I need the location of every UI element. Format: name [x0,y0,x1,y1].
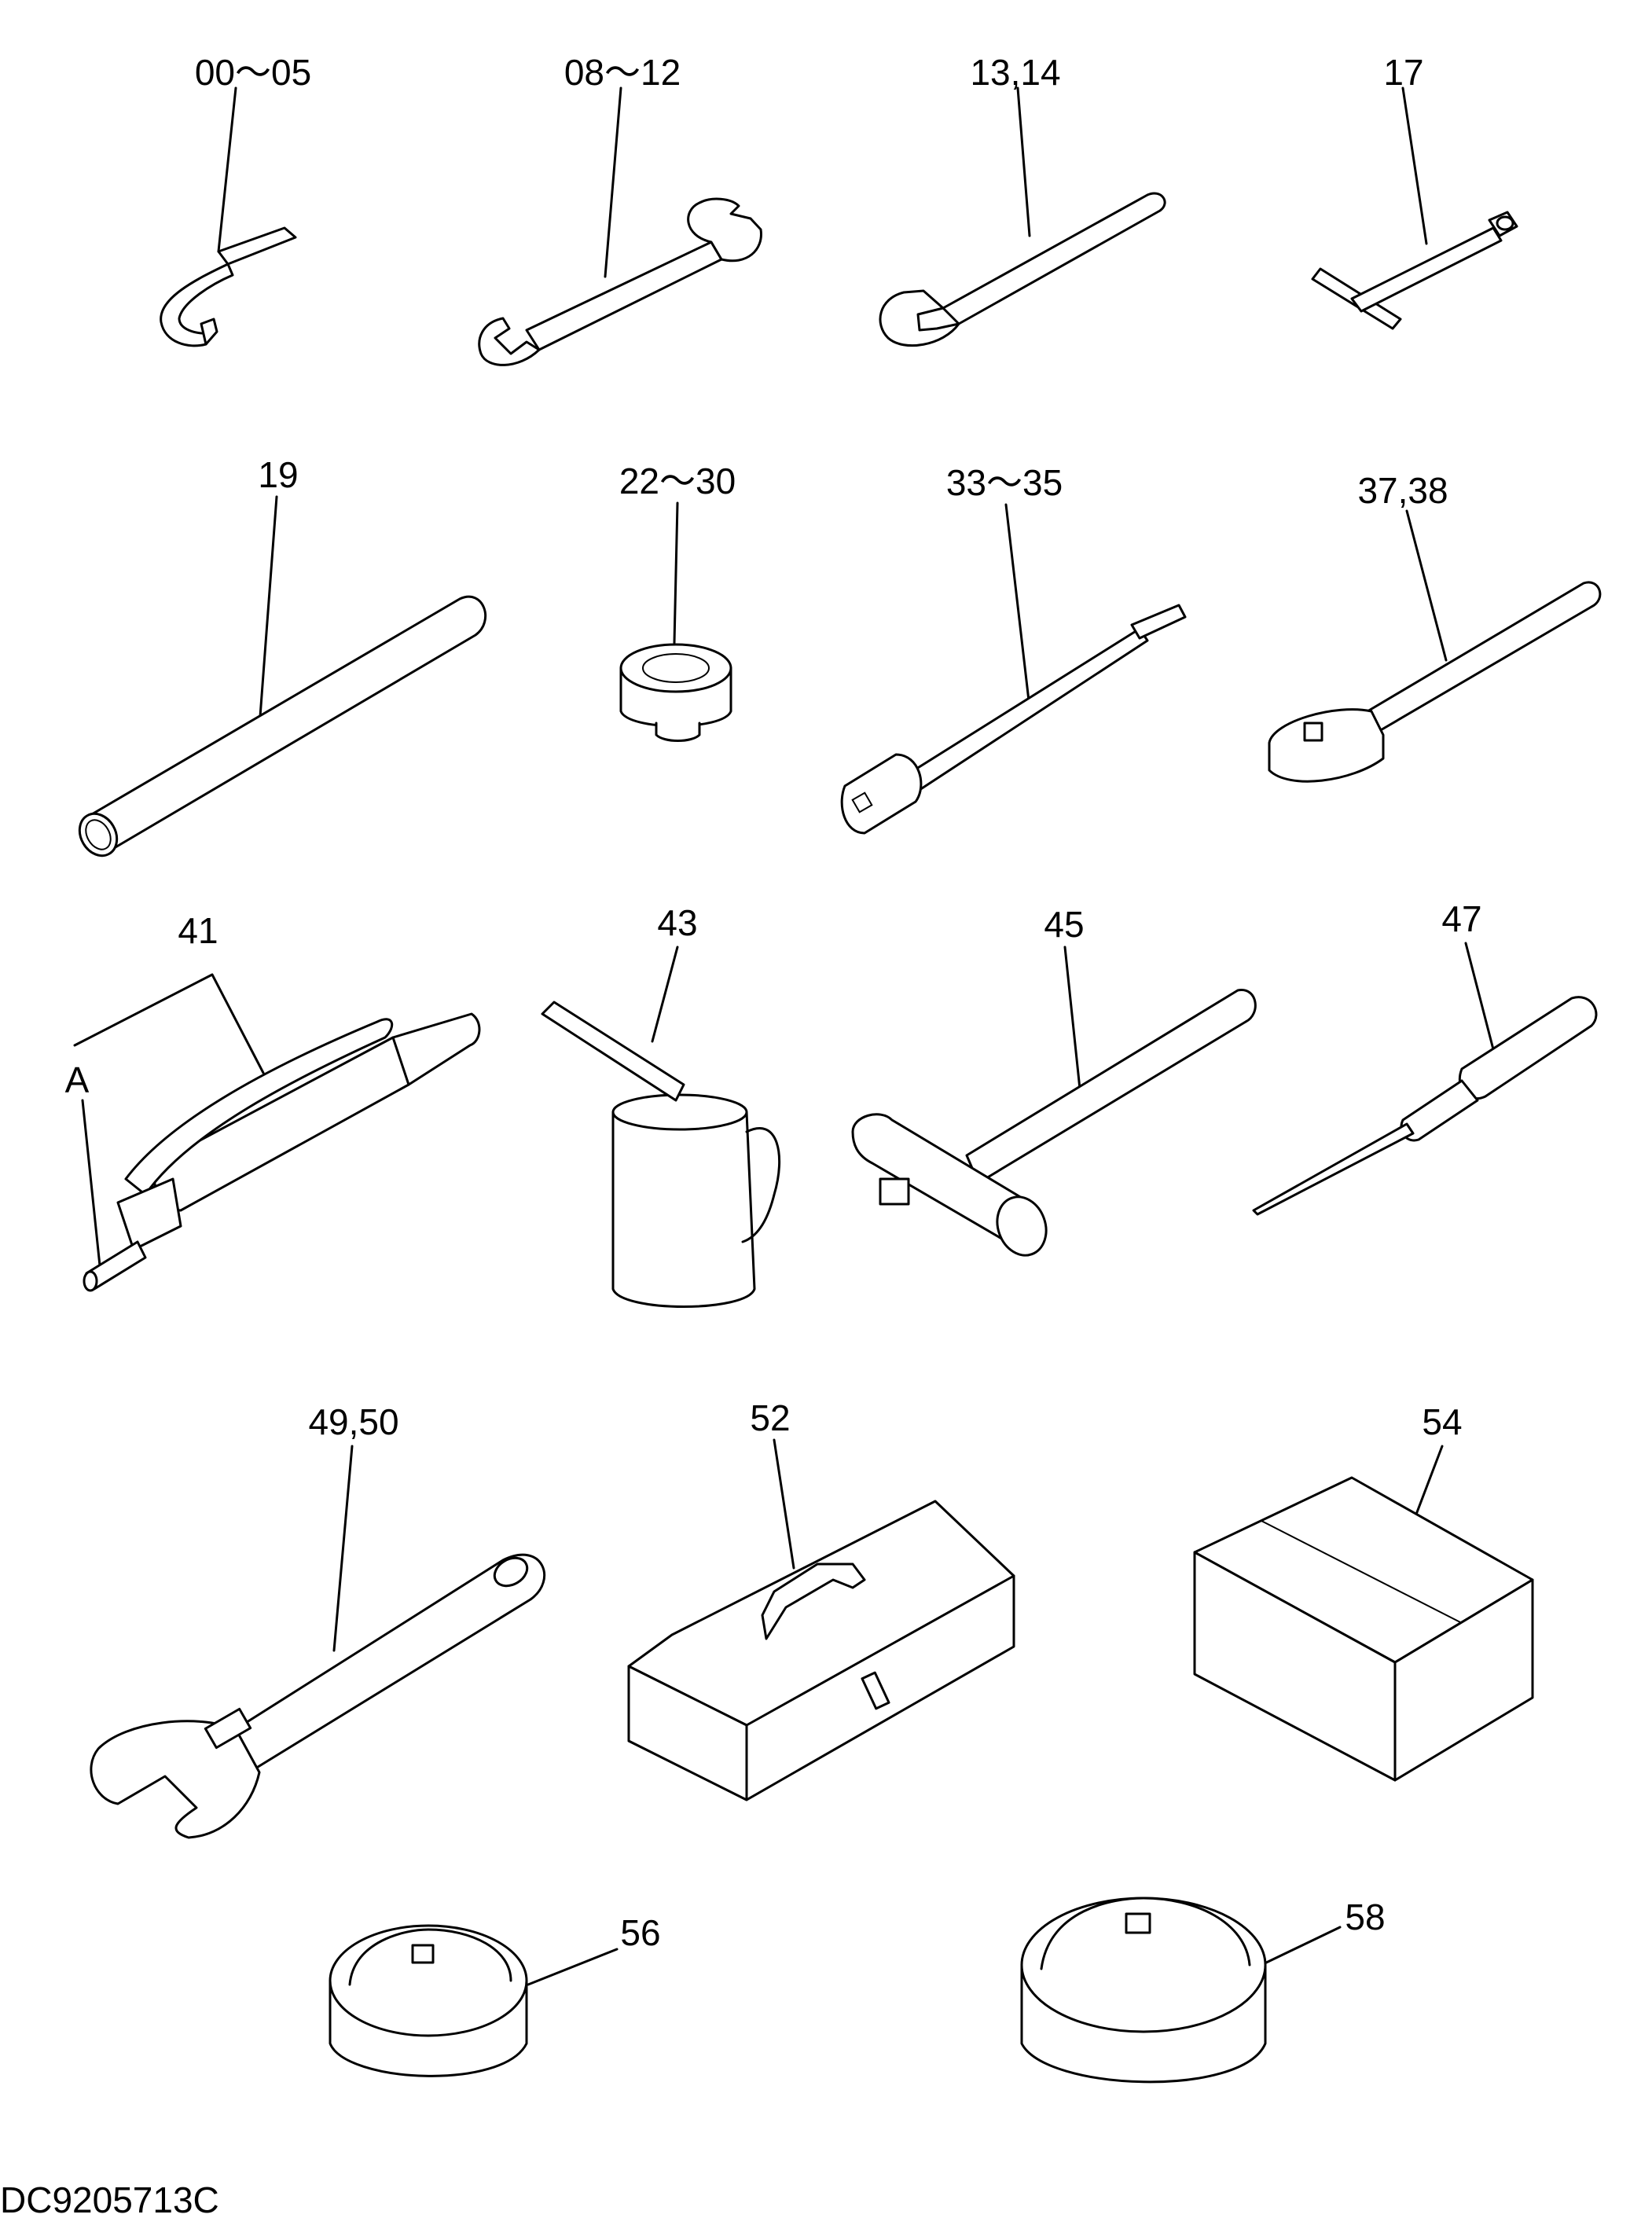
t-handle-wrench-drawing [1311,86,1518,330]
extension-pipe-drawing [78,495,487,857]
ratchet-handle-drawing [1268,509,1602,783]
leader-58 [1260,1926,1342,1966]
label-41: 41 [178,910,218,951]
carton-box-drawing [1193,1445,1534,1782]
leader-08-12 [604,86,622,278]
single-open-wrench-drawing [879,86,1166,347]
label-45: 45 [1044,904,1084,945]
extension-bar-drawing [840,503,1187,835]
leader-19 [258,495,278,729]
label-22-30: 22～30 [619,461,736,501]
label-43: 43 [657,902,697,943]
label-13-14: 13,14 [970,52,1060,93]
grease-gun-drawing [73,973,481,1292]
leader-37-38 [1405,509,1448,662]
hammer-drawing [851,946,1257,1257]
leader-56 [527,1948,619,1986]
label-17: 17 [1383,52,1423,93]
drawing-code: DC9205713C [0,2179,219,2220]
leader-33-35 [1004,503,1031,709]
leader-A [81,1099,102,1275]
leader-43 [651,946,679,1043]
filter-wrench-small-drawing [329,1924,619,2077]
leader-49-50 [332,1445,354,1652]
adjustable-wrench-drawing [90,1445,545,1839]
oil-can-drawing [541,946,781,1308]
double-open-wrench-drawing [478,86,762,366]
leader-17 [1401,86,1428,245]
hex-key-drawing [160,86,297,347]
label-19: 19 [258,454,298,495]
tool-box-drawing [627,1438,1015,1801]
label-08-12: 08～12 [564,52,681,93]
filter-wrench-large-drawing [1020,1897,1342,2084]
socket-drawing [619,501,732,742]
leader-52 [773,1438,795,1570]
label-58: 58 [1345,1897,1385,1937]
label-49-50: 49,50 [308,1401,398,1442]
leader-13-14 [1016,86,1031,237]
label-A: A [65,1059,90,1100]
leader-22-30 [673,501,679,644]
leader-47 [1464,942,1495,1051]
screwdriver-drawing [1252,942,1598,1216]
label-56: 56 [620,1912,660,1953]
label-52: 52 [750,1397,790,1438]
leader-45 [1063,946,1082,1098]
label-33-35: 33～35 [946,462,1063,503]
label-37-38: 37,38 [1357,470,1448,511]
label-47: 47 [1441,898,1481,939]
label-00-05: 00～05 [195,52,311,93]
label-54: 54 [1422,1401,1462,1442]
leader-00-05 [217,86,237,253]
leader-41 [73,973,265,1074]
